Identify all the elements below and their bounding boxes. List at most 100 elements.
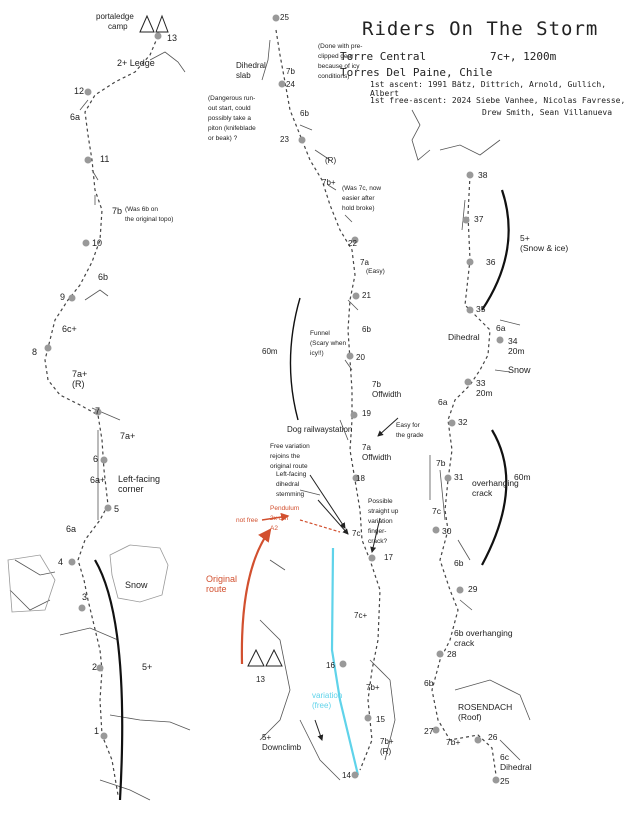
- first-ascent: 1st ascent: 1991 Bätz, Dittrich, Arnold,…: [370, 80, 607, 98]
- middle-column-label-p23: 23: [280, 135, 289, 144]
- middle-column-label-p16: 16: [326, 661, 335, 670]
- middle-column-label-m60: 60m: [262, 347, 278, 356]
- left-column-label-p7: 7: [95, 406, 100, 416]
- middle-column-label-g7c: 7c: [352, 529, 360, 538]
- middle-column-label-g7bpr: 7b+(R): [380, 737, 394, 756]
- left-column-label-p4: 4: [58, 557, 63, 567]
- middle-column-label-g6b2: 6b: [362, 325, 371, 334]
- right-column-label-p28: 28: [447, 649, 457, 659]
- left-column-label-g7a_r: 7a+(R): [72, 369, 87, 389]
- right-rock-contour: [411, 109, 531, 761]
- middle-column-label-downclimb: 5+Downclimb: [262, 733, 302, 752]
- not-free-arrow: [261, 512, 290, 522]
- left-column-label-g6a_p: 6a+: [90, 475, 105, 485]
- right-column-label-p29: 29: [468, 584, 478, 594]
- right-column-label-p30: 30: [442, 526, 452, 536]
- right-column-label-p26: 26: [488, 732, 498, 742]
- first-free-ascent: 1st free-ascent: 2024 Siebe Vanhee, Nico…: [370, 96, 626, 105]
- right-column-label-g7bp: 7b+: [446, 737, 460, 747]
- right-column-label-p38: 38: [478, 170, 488, 180]
- left-route-line: [44, 35, 159, 796]
- middle-column-label-g7a: 7a: [360, 258, 369, 267]
- portaledge-icon-13: [247, 648, 283, 667]
- left-column-label-p10: 10: [92, 238, 102, 248]
- left-column-label-g6c: 6c+: [62, 324, 77, 334]
- right-snow-ice-bracket: [481, 189, 510, 311]
- left-snow-patch: [109, 544, 169, 603]
- right-column-label-g7c: 7c: [432, 506, 442, 516]
- left-column-label-g7a2: 7a+: [120, 431, 135, 441]
- peak-name: Torre Central: [340, 50, 427, 63]
- right-column-label-p25: 25: [500, 776, 510, 786]
- left-column-label-p6: 6: [93, 454, 98, 464]
- right-column-label-snowice: 5+(Snow & ice): [520, 233, 568, 253]
- left-column-label-g7b: 7b: [112, 206, 122, 216]
- middle-column-label-p25: 25: [280, 13, 289, 22]
- middle-column-label-p13b: 13: [256, 675, 265, 684]
- left-column-label-p1: 1: [94, 726, 99, 736]
- right-column-label-g6b: 6b: [454, 558, 464, 568]
- right-column-label-p32: 32: [458, 417, 468, 427]
- right-column-label-p31: 31: [454, 472, 464, 482]
- pendulum-dashed: [299, 519, 341, 533]
- portaledge-icon: [139, 14, 169, 33]
- middle-column-label-dogrs: Dog railwaystation: [287, 425, 352, 434]
- middle-column-label-p15: 15: [376, 715, 385, 724]
- left-column-label-p12: 12: [74, 86, 84, 96]
- original-route-arrow: [240, 528, 272, 665]
- left-column-label-snow: Snow: [125, 580, 148, 590]
- right-column-label-m60: 60m: [514, 472, 531, 482]
- right-column-label-g7b: 7b: [436, 458, 446, 468]
- right-column-label-p35: 35: [476, 304, 486, 314]
- middle-column-label-g7bp: 7b+: [322, 178, 336, 187]
- right-column-label-snow: Snow: [508, 365, 531, 375]
- middle-60m-bracket: [289, 297, 301, 421]
- middle-column-label-g7cp: 7c+: [354, 611, 367, 620]
- right-column-label-g6a2: 6a: [438, 397, 448, 407]
- left-column-label-p5: 5: [114, 504, 119, 514]
- middle-column-label-g7b: 7b: [286, 67, 295, 76]
- middle-column-label-g6b: 6b: [300, 109, 309, 118]
- right-column-label-rosen: ROSENDACH(Roof): [458, 702, 512, 722]
- left-column-label-p13: 13: [167, 33, 177, 43]
- left-column-label-p11: 11: [100, 154, 109, 164]
- middle-column-label-p21: 21: [362, 291, 371, 300]
- first-free-ascent-names: Drew Smith, Sean Villanueva: [482, 108, 613, 117]
- middle-rock-contour: [259, 39, 396, 781]
- left-rock-contour: [9, 51, 191, 801]
- left-pitch-bracket: [94, 559, 124, 801]
- arrow-freevar: [309, 474, 346, 529]
- right-column-label-g6a: 6a: [496, 323, 506, 333]
- right-route-line: [431, 174, 497, 776]
- right-column-label-p27: 27: [424, 726, 434, 736]
- middle-column-label-easy: (Easy): [366, 268, 385, 275]
- arrow-easy: [377, 417, 399, 437]
- middle-column-label-p24: 24: [286, 80, 295, 89]
- middle-column-label-p22: 22: [348, 239, 357, 248]
